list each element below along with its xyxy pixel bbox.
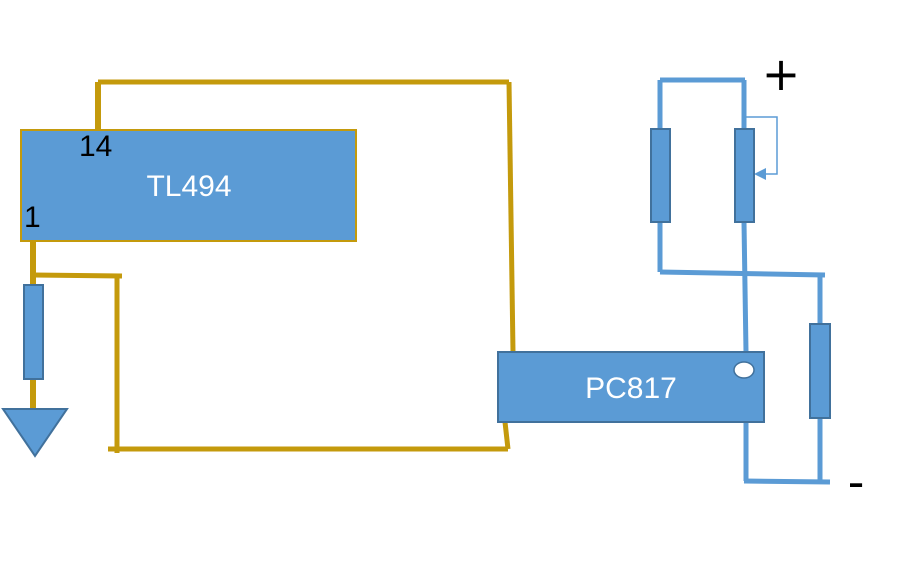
wire-pot-down [741,221,749,353]
tl494-pin-1-label: 1 [24,201,41,234]
tl494-pin-14-label: 14 [79,130,112,163]
ground-icon [1,408,69,458]
resistors [23,128,831,419]
gold-wires [30,79,516,453]
pot-wiper-line [744,116,778,175]
blue-wires [657,77,831,485]
pc817-pin1-marker-icon [733,361,755,379]
wire-branch-right [32,272,123,279]
tl494-block: TL494 14 1 [20,129,357,242]
wire-bottom-minus [743,478,831,485]
tl494-label: TL494 [146,170,231,203]
pc817-block: PC817 [497,351,765,423]
minus-terminal-label: - [848,455,865,509]
plus-terminal-label: + [762,47,801,101]
resistor-ground-icon [23,284,44,380]
tl494-body [20,129,357,242]
wire-right-down [506,81,516,353]
resistor-right-icon [809,323,831,419]
wire-pc817-bottom [502,421,511,450]
potentiometer-icon [734,128,755,223]
pc817-body [497,351,765,423]
pot-wiper-arrow-icon [754,168,766,180]
pc817-label: PC817 [585,372,677,405]
resistor-left-icon [650,128,671,223]
